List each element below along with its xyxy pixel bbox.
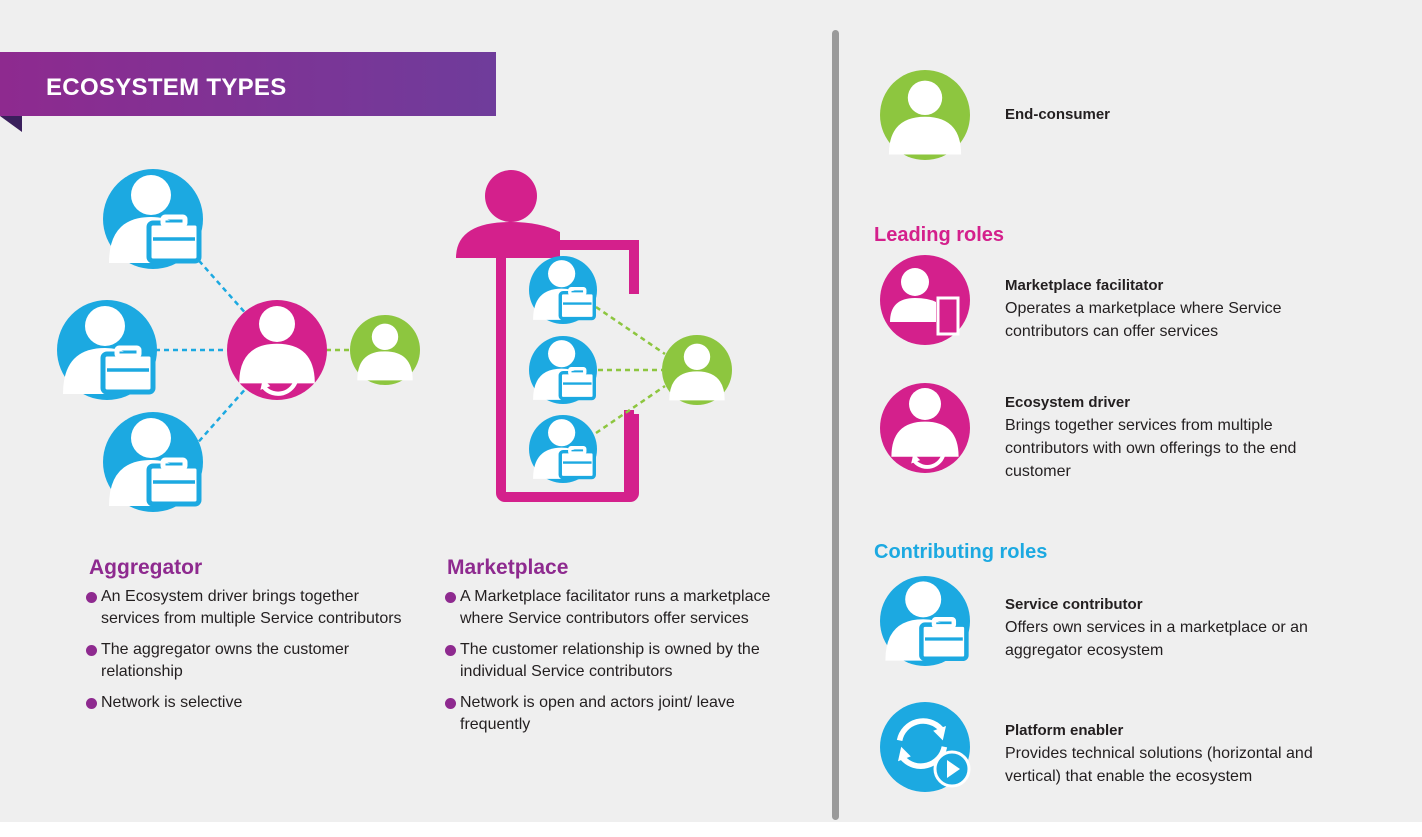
contributing-roles-heading: Contributing roles [874, 541, 1048, 563]
marketplace-contributor-1 [529, 256, 597, 324]
platform-enabler-icon [880, 702, 970, 792]
leading-roles-heading: Leading roles [874, 224, 1005, 246]
vertical-divider [832, 30, 839, 820]
banner-fold [0, 116, 22, 132]
role-name-platform-enabler: Platform enabler [1005, 722, 1124, 739]
role-desc-platform-enabler: Provides technical solutions (horizontal… [1005, 745, 1313, 785]
marketplace-end-consumer [662, 335, 732, 405]
page-title: ECOSYSTEM TYPES [46, 74, 287, 101]
marketplace-facilitator-icon [880, 255, 970, 345]
marketplace-contributor-2 [529, 336, 597, 404]
role-name-marketplace-facilitator: Marketplace facilitator [1005, 277, 1164, 294]
marketplace-contributor-3 [529, 415, 597, 483]
aggregator-contributor-3 [103, 412, 203, 512]
aggregator-contributor-1 [103, 169, 203, 269]
aggregator-title: Aggregator [89, 556, 203, 579]
aggregator-bullet-1: An Ecosystem driver brings together serv… [85, 586, 415, 630]
marketplace-bullet-2: The customer relationship is owned by th… [444, 639, 784, 683]
aggregator-driver [227, 300, 327, 400]
end-consumer-label: End-consumer [1005, 106, 1111, 123]
service-contributor-icon [880, 576, 970, 666]
role-desc-service-contributor: Offers own services in a marketplace or … [1005, 619, 1308, 659]
role-desc-ecosystem-driver: Brings together services from multiple c… [1005, 417, 1297, 480]
aggregator-bullets: An Ecosystem driver brings together serv… [85, 586, 415, 723]
marketplace-title: Marketplace [447, 556, 569, 579]
role-desc-marketplace-facilitator: Operates a marketplace where Service con… [1005, 300, 1282, 340]
aggregator-bullet-3: Network is selective [85, 692, 415, 714]
title-banner [0, 52, 496, 116]
role-name-ecosystem-driver: Ecosystem driver [1005, 394, 1131, 411]
aggregator-end-consumer [350, 315, 420, 385]
marketplace-bullet-3: Network is open and actors joint/ leave … [444, 692, 784, 736]
ecosystem-driver-icon [880, 383, 970, 473]
marketplace-connections [595, 305, 666, 435]
aggregator-bullet-2: The aggregator owns the customer relatio… [85, 639, 415, 683]
marketplace-bullet-1: A Marketplace facilitator runs a marketp… [444, 586, 784, 630]
role-name-service-contributor: Service contributor [1005, 596, 1143, 613]
end-consumer-icon [880, 70, 970, 160]
marketplace-bullets: A Marketplace facilitator runs a marketp… [444, 586, 784, 745]
aggregator-contributor-2 [57, 300, 157, 400]
aggregator-connections [155, 253, 249, 449]
